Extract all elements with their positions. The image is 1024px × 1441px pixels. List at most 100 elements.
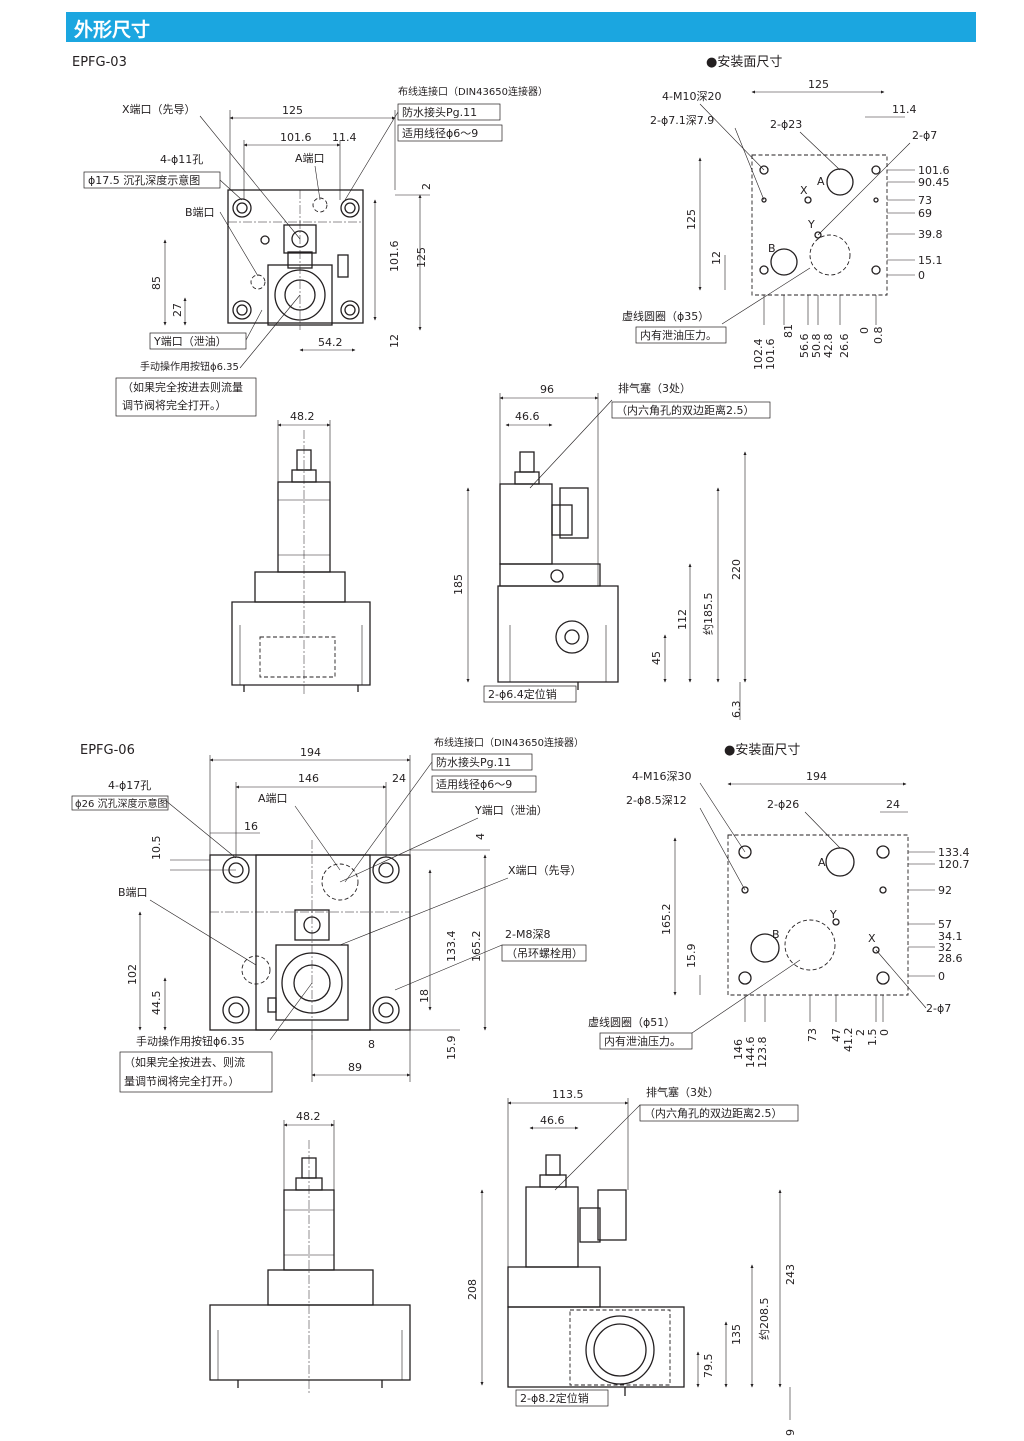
dim-27: 27 [171, 303, 184, 317]
svg-text:102.4: 102.4 [752, 339, 765, 371]
dim06-194: 194 [300, 746, 321, 759]
mount06-b: B [772, 928, 780, 941]
label-holes: 4-ϕ11孔 [160, 153, 203, 166]
dim-54-2: 54.2 [318, 336, 343, 349]
mount06-194: 194 [806, 770, 827, 783]
svg-text:0: 0 [878, 1029, 891, 1036]
side06-pin: 2-ϕ8.2定位销 [520, 1391, 589, 1405]
side06-208-5: 约208.5 [758, 1298, 771, 1341]
svg-text:32: 32 [938, 941, 952, 954]
mount-port-hole: 2-ϕ23 [770, 118, 802, 131]
dim-101-6: 101.6 [280, 131, 312, 144]
label06-wire: 适用线径ϕ6～9 [436, 777, 512, 791]
dim06-146: 146 [298, 772, 319, 785]
label06-button-note2: 量调节阀将完全打开。） [124, 1074, 240, 1088]
side03-vent: 排气塞（3处） [618, 381, 691, 395]
side06-46-6: 46.6 [540, 1114, 565, 1127]
side03-vent-note: （内六角孔的双边距离2.5） [616, 403, 755, 417]
dim06-44-5: 44.5 [150, 991, 163, 1016]
epfg06-mounting-face [727, 834, 909, 996]
dim-11-4: 11.4 [332, 131, 357, 144]
label06-button-note1: （如果完全按进去、则流 [124, 1055, 245, 1069]
epfg06-top-view [209, 840, 411, 1040]
svg-text:42.8: 42.8 [822, 334, 835, 359]
dim06-24: 24 [392, 772, 406, 785]
epfg03-mounting-face [751, 154, 888, 296]
front06-48-2: 48.2 [296, 1110, 321, 1123]
svg-text:0: 0 [938, 970, 945, 983]
side03-6-3: 6.3 [730, 701, 743, 719]
label06-eye: 2-M8深8 [505, 928, 550, 941]
side03-96: 96 [540, 383, 554, 396]
svg-text:73: 73 [806, 1028, 819, 1042]
side06-vent-note: （内六角孔的双边距离2.5） [644, 1106, 783, 1120]
label-x-port: X端口（先导） [122, 103, 196, 116]
mount03-bottom-ticks: 102.4 101.6 81 56.6 50.8 42.8 26.6 0 0.8 [752, 295, 885, 370]
epfg06-side-view [507, 1154, 685, 1396]
mount-y: Y [807, 218, 815, 231]
label-button-note1: （如果完全按进去则流量 [122, 380, 243, 394]
label-button-note2: 调节阀将完全打开。） [122, 398, 227, 412]
label-counterbore: ϕ17.5 沉孔深度示意图 [88, 173, 200, 187]
side06-135: 135 [730, 1324, 743, 1345]
svg-text:28.6: 28.6 [938, 952, 963, 965]
front03-48-2: 48.2 [290, 410, 315, 423]
mounting-title-03: ●安装面尺寸 [706, 55, 782, 70]
mount-125: 125 [808, 78, 829, 91]
side03-45: 45 [650, 651, 663, 665]
svg-text:90.45: 90.45 [918, 176, 950, 189]
side03-185: 185 [452, 574, 465, 595]
model-epfg03: EPFG-03 [72, 55, 127, 70]
section-header: 外形尺寸 [66, 12, 976, 42]
mount06-y: Y [829, 908, 837, 921]
svg-text:39.8: 39.8 [918, 228, 943, 241]
side03-185-5: 约185.5 [702, 593, 715, 636]
epfg03-side-view [497, 451, 619, 690]
svg-text:133.4: 133.4 [938, 846, 970, 859]
mount-hole7: 2-ϕ7 [912, 129, 937, 142]
side03-46-6: 46.6 [515, 410, 540, 423]
svg-text:34.1: 34.1 [938, 930, 963, 943]
side06-vent: 排气塞（3处） [646, 1085, 719, 1099]
mount-dashed-circle: 虚线圆圈（ϕ35） [622, 309, 709, 323]
svg-text:81: 81 [782, 324, 795, 338]
side06-9: 9 [784, 1429, 797, 1436]
mount06-15-9: 15.9 [685, 944, 698, 969]
label-y-port: Y端口（泄油） [153, 334, 227, 348]
mount06-right-ticks: 133.4 120.7 92 57 34.1 32 28.6 0 [908, 846, 970, 983]
mount-12-v: 12 [710, 251, 723, 265]
svg-text:0: 0 [918, 269, 925, 282]
model-epfg06: EPFG-06 [80, 743, 135, 758]
epfg06-front-view [209, 1140, 411, 1395]
mounting-title-06: ●安装面尺寸 [724, 743, 800, 758]
svg-text:101.6: 101.6 [764, 339, 777, 371]
side06-113-5: 113.5 [552, 1088, 584, 1101]
svg-text:2: 2 [854, 1029, 867, 1036]
label06-gland: 防水接头Pg.11 [436, 755, 511, 769]
svg-text:101.6: 101.6 [918, 164, 950, 177]
label06-a-port: A端口 [258, 792, 288, 805]
svg-text:69: 69 [918, 207, 932, 220]
side06-208: 208 [466, 1279, 479, 1300]
mount06-hole7: 2-ϕ7 [926, 1002, 951, 1015]
side03-220: 220 [730, 559, 743, 580]
dim06-133-4: 133.4 [445, 931, 458, 963]
mount-125-v: 125 [685, 209, 698, 230]
dim06-10-5: 10.5 [150, 836, 163, 861]
dim06-102: 102 [126, 964, 139, 985]
mount06-port-hole: 2-ϕ26 [767, 798, 799, 811]
mount-a: A [817, 175, 825, 188]
svg-text:26.6: 26.6 [838, 334, 851, 359]
svg-text:1.5: 1.5 [866, 1029, 879, 1047]
label06-b-port: B端口 [118, 886, 148, 899]
mount06-24: 24 [886, 798, 900, 811]
mount-b: B [768, 242, 776, 255]
mount06-dashed-circle: 虚线圆圈（ϕ51） [588, 1015, 675, 1029]
dim-2: 2 [420, 183, 433, 190]
section-title: 外形尺寸 [74, 19, 151, 41]
svg-text:0: 0 [858, 327, 871, 334]
side03-112: 112 [676, 609, 689, 630]
label06-button: 手动操作用按钮ϕ6.35 [136, 1034, 245, 1048]
dim06-15-9: 15.9 [445, 1036, 458, 1061]
